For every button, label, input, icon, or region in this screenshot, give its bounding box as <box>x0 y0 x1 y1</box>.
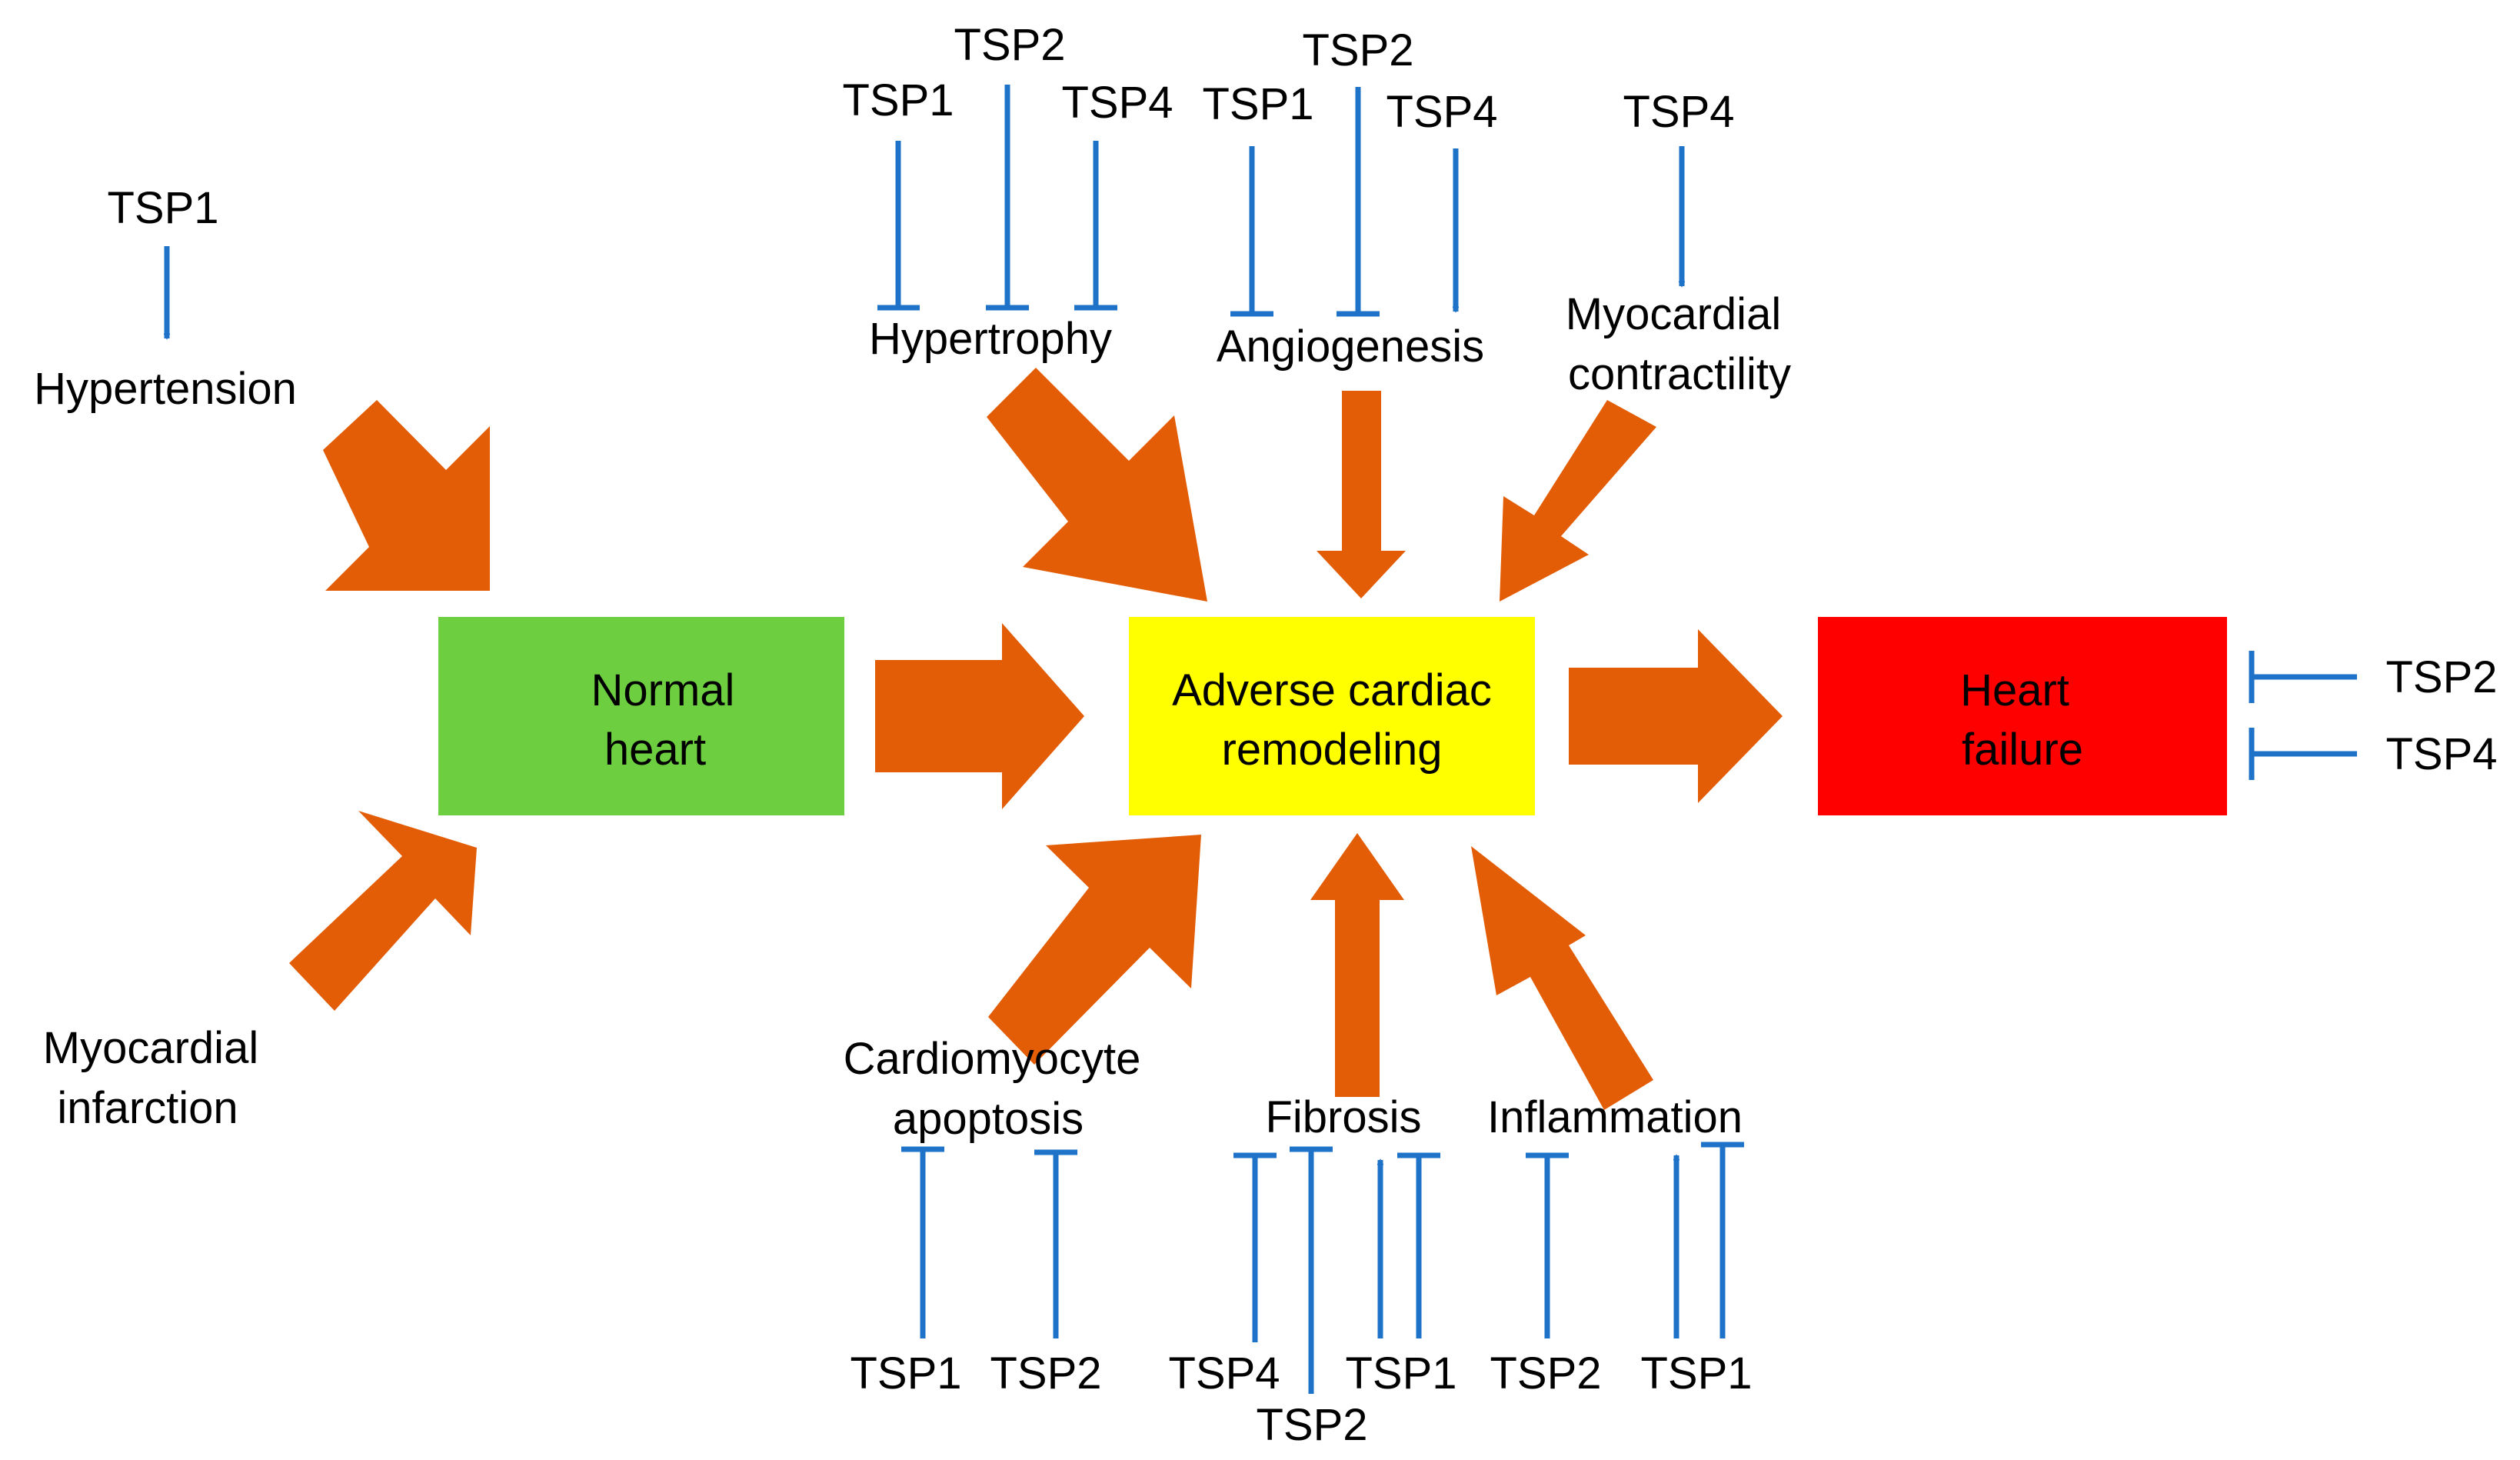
arrow-adverse-to-failure <box>1569 629 1783 803</box>
heart-failure-tsp2-label: TSP2 <box>2385 652 2497 702</box>
angiogenesis-tsp4-label: TSP4 <box>1386 87 1497 137</box>
fibrosis-tsp4-inhibit <box>1233 1152 1277 1342</box>
arrow-hypertrophy-to-adverse <box>987 368 1207 602</box>
apoptosis-tsp2-label: TSP2 <box>990 1348 1101 1398</box>
arrow-apoptosis-to-adverse <box>988 835 1201 1065</box>
heart-failure-box <box>1818 617 2227 815</box>
normal-heart-label-line2: heart <box>604 725 706 775</box>
inflammation-tsp1-inhibit <box>1701 1142 1744 1338</box>
hypertension-label: Hypertension <box>34 364 297 414</box>
heart-failure-label-line2: failure <box>1962 725 2083 775</box>
heart-failure-node: Heart failure <box>1818 617 2227 815</box>
normal-heart-label-line1: Normal <box>591 665 735 715</box>
heart-failure-label-line1: Heart <box>1960 665 2069 715</box>
myocardial-infarction-label-line1: Myocardial <box>43 1023 258 1073</box>
arrow-infarction-to-normal-heart <box>289 811 477 1011</box>
normal-heart-box <box>438 617 844 815</box>
fibrosis-tsp1-label: TSP1 <box>1345 1348 1456 1398</box>
arrow-angiogenesis-to-adverse <box>1317 391 1406 598</box>
inflammation-tsp2-label: TSP2 <box>1490 1348 1601 1398</box>
cardiomyocyte-apoptosis-label-line1: Cardiomyocyte <box>844 1034 1141 1084</box>
arrow-normal-to-adverse <box>875 623 1084 809</box>
angiogenesis-label: Angiogenesis <box>1217 322 1484 372</box>
fibrosis-tsp1-inhibit <box>1397 1152 1440 1338</box>
cardiomyocyte-apoptosis-label-line2: apoptosis <box>893 1094 1084 1144</box>
hypertrophy-tsp1-inhibit <box>877 141 920 311</box>
heart-failure-tsp2-inhibit <box>2249 651 2357 703</box>
adverse-remodeling-label-line2: remodeling <box>1222 725 1443 775</box>
hypertrophy-tsp4-inhibit <box>1074 141 1117 311</box>
inflammation-tsp1-label: TSP1 <box>1640 1348 1752 1398</box>
normal-heart-node: Normal heart <box>438 617 844 815</box>
myocardial-contractility-label-line2: contractility <box>1568 349 1791 399</box>
fibrosis-label: Fibrosis <box>1265 1092 1421 1142</box>
adverse-remodeling-box <box>1129 617 1535 815</box>
hypertrophy-tsp1-label: TSP1 <box>842 75 954 125</box>
fibrosis-tsp2-label: TSP2 <box>1256 1400 1367 1450</box>
adverse-remodeling-label-line1: Adverse cardiac <box>1172 665 1492 715</box>
hypertrophy-label: Hypertrophy <box>869 314 1112 364</box>
myocardial-contractility-label-line1: Myocardial <box>1566 289 1781 339</box>
arrow-fibrosis-to-adverse <box>1310 833 1404 1097</box>
arrow-contractility-to-adverse <box>1500 400 1656 602</box>
inflammation-label: Inflammation <box>1487 1092 1743 1142</box>
apoptosis-tsp2-inhibit <box>1034 1149 1077 1338</box>
contractility-tsp4-label: TSP4 <box>1623 87 1734 137</box>
angiogenesis-tsp1-inhibit <box>1230 146 1273 317</box>
fibrosis-tsp4-label: TSP4 <box>1168 1348 1280 1398</box>
hypertrophy-tsp2-label: TSP2 <box>954 20 1065 70</box>
hypertension-tsp1-label: TSP1 <box>107 183 218 233</box>
inflammation-tsp2-inhibit <box>1526 1152 1569 1338</box>
heart-failure-tsp4-label: TSP4 <box>2385 729 2497 779</box>
arrow-inflammation-to-adverse <box>1471 846 1653 1110</box>
apoptosis-tsp1-inhibit <box>901 1146 944 1338</box>
fibrosis-tsp2-inhibit <box>1290 1146 1333 1394</box>
angiogenesis-tsp2-label: TSP2 <box>1302 25 1413 75</box>
hypertrophy-tsp2-inhibit <box>986 85 1029 311</box>
angiogenesis-tsp2-inhibit <box>1337 87 1380 317</box>
arrow-hypertension-to-normal-heart <box>323 400 490 591</box>
heart-failure-tsp4-inhibit <box>2249 728 2357 780</box>
apoptosis-tsp1-label: TSP1 <box>850 1348 961 1398</box>
myocardial-infarction-label-line2: infarction <box>57 1083 238 1133</box>
hypertrophy-tsp4-label: TSP4 <box>1061 78 1173 128</box>
angiogenesis-tsp1-label: TSP1 <box>1202 79 1313 129</box>
adverse-remodeling-node: Adverse cardiac remodeling <box>1129 617 1535 815</box>
